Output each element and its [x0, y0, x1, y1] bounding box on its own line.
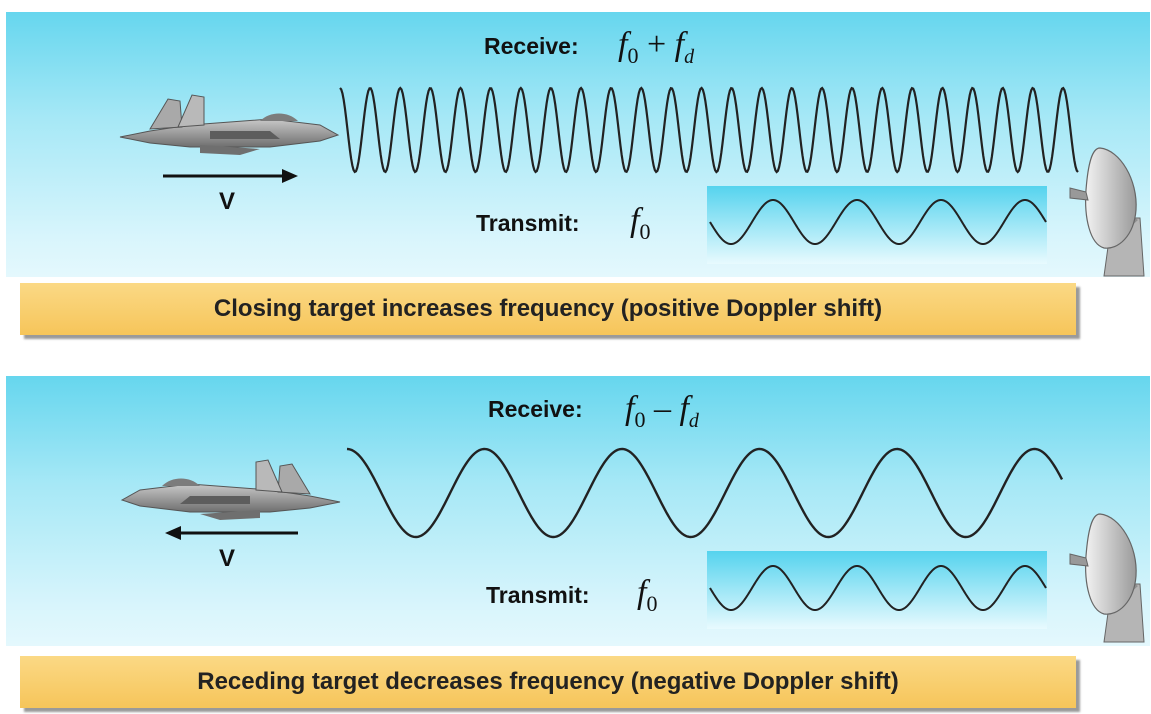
- f-symbol: f: [618, 26, 628, 63]
- f-symbol: f: [630, 202, 640, 239]
- subscript: 0: [634, 406, 646, 432]
- transmit-box-bottom: [707, 551, 1047, 629]
- f-symbol: f: [625, 390, 635, 427]
- f-symbol: f: [674, 26, 685, 63]
- operator: –: [653, 390, 671, 427]
- velocity-label-top: V: [219, 188, 236, 215]
- subscript: 0: [627, 42, 639, 68]
- receive-wave-bottom: [346, 447, 1064, 539]
- transmit-formula-top: f0: [630, 202, 650, 245]
- subscript: 0: [646, 590, 658, 616]
- transmit-formula-bottom: f0: [637, 574, 657, 617]
- receive-label-top: Receive:: [484, 33, 579, 59]
- radar-dish-icon: [1069, 513, 1145, 643]
- transmit-label-top: Transmit:: [476, 210, 580, 236]
- caption-top: Closing target increases frequency (posi…: [20, 283, 1076, 335]
- fighter-jet-icon: [119, 94, 340, 155]
- radar-dish-icon: [1069, 147, 1145, 277]
- receive-formula-bottom: f0 – fd: [625, 390, 699, 433]
- f-symbol: f: [637, 574, 647, 611]
- arrow-left-icon: [165, 526, 298, 540]
- subscript: d: [684, 45, 695, 68]
- arrow-right-icon: [163, 169, 298, 183]
- f-symbol: f: [679, 390, 689, 427]
- transmit-wave-bottom: [709, 565, 1047, 611]
- receive-wave-top: [339, 86, 1079, 174]
- receive-formula-top: f0 + fd: [618, 26, 694, 69]
- caption-bottom: Receding target decreases frequency (neg…: [20, 656, 1076, 708]
- subscript: d: [688, 409, 699, 432]
- receive-label-bottom: Receive:: [488, 396, 583, 422]
- subscript: 0: [639, 218, 651, 244]
- fighter-jet-icon: [120, 459, 341, 520]
- transmit-label-bottom: Transmit:: [486, 582, 590, 608]
- transmit-box-top: [707, 186, 1047, 264]
- transmit-wave-top: [709, 199, 1047, 245]
- velocity-label-bottom: V: [219, 545, 236, 572]
- operator: +: [646, 26, 667, 63]
